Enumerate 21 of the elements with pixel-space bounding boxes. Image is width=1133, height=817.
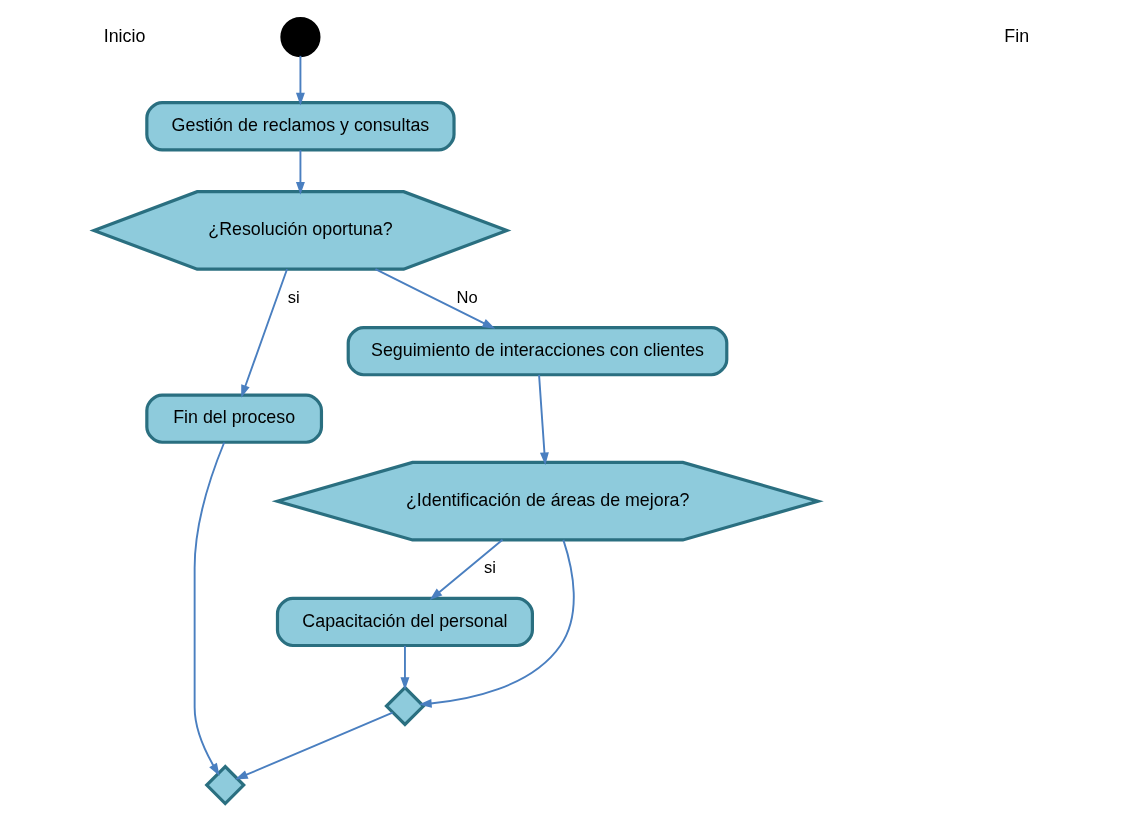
arrow: [429, 538, 504, 601]
node-box: Seguimiento de interacciones con clientes: [346, 325, 729, 377]
edge-label: si: [287, 287, 300, 307]
arrow: [241, 268, 288, 398]
label: Fin: [1004, 25, 1030, 46]
edge-label: No: [456, 287, 478, 307]
node-diamond: [384, 685, 426, 727]
arrow: [295, 149, 305, 195]
node-box: Fin del proceso: [145, 393, 324, 444]
arrow: [193, 441, 226, 776]
arrow: [400, 644, 410, 690]
arrow: [295, 54, 305, 106]
node-box: Gestión de reclamos y consultas: [145, 101, 456, 152]
edge-label: si: [483, 558, 496, 578]
arrow: [538, 373, 549, 466]
node-circle: [280, 16, 321, 58]
node-box: Capacitación del personal: [275, 596, 534, 648]
arrow: [235, 711, 394, 780]
arrow: [418, 538, 575, 708]
label: Inicio: [103, 25, 146, 46]
arrow: [374, 268, 496, 329]
